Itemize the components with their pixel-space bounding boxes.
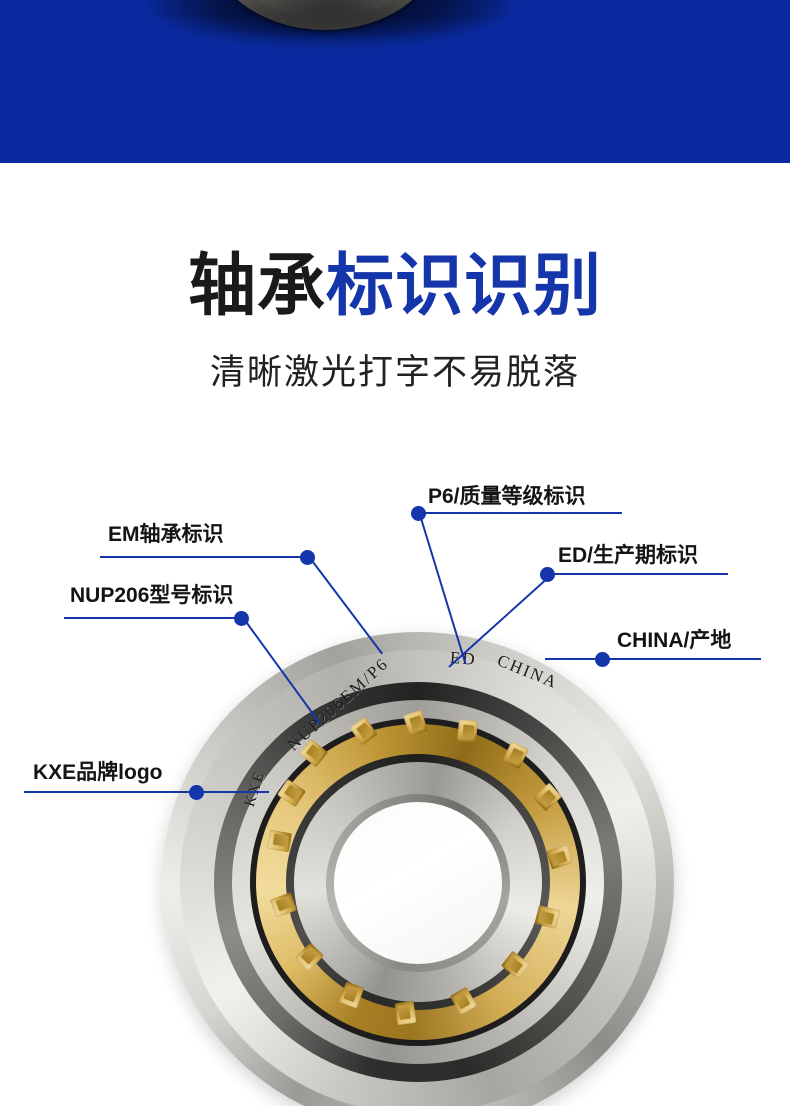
- bearing-photo: KXE NUP206EM/P6 ED CHINA: [158, 620, 688, 1106]
- callout-dot-nup206: [234, 611, 249, 626]
- callout-line-ed: [552, 573, 728, 575]
- banner-bearing-shadow: [150, 0, 510, 44]
- callout-label-em: EM轴承标识: [108, 523, 224, 546]
- callout-label-p6: P6/质量等级标识: [428, 485, 586, 508]
- callout-line-em: [100, 556, 312, 558]
- callout-dot-kxe: [189, 785, 204, 800]
- page-subtitle: 清晰激光打字不易脱落: [209, 353, 580, 392]
- callout-line-p6: [424, 512, 622, 514]
- callout-label-kxe: KXE品牌logo: [33, 761, 163, 784]
- callout-label-nup206: NUP206型号标识: [70, 584, 234, 607]
- page-title-dark-part: 轴承: [187, 248, 326, 324]
- callout-line-china: [545, 658, 761, 660]
- top-blue-banner: [0, 0, 790, 163]
- callout-dot-p6: [411, 506, 426, 521]
- page-title: 轴承标识识别: [0, 252, 790, 320]
- callout-label-china: CHINA/产地: [617, 629, 732, 652]
- cage-pocket: [456, 719, 479, 743]
- cage-pocket: [267, 829, 292, 853]
- callout-dot-ed: [540, 567, 555, 582]
- cage-pocket: [394, 1000, 417, 1026]
- callout-dot-china: [595, 652, 610, 667]
- bearing-bore: [334, 802, 502, 964]
- callout-dot-em: [300, 550, 315, 565]
- callout-line-kxe: [24, 791, 269, 793]
- callout-line-nup206: [64, 617, 244, 619]
- page-title-blue-part: 标识识别: [326, 248, 603, 324]
- callout-label-ed: ED/生产期标识: [558, 544, 699, 567]
